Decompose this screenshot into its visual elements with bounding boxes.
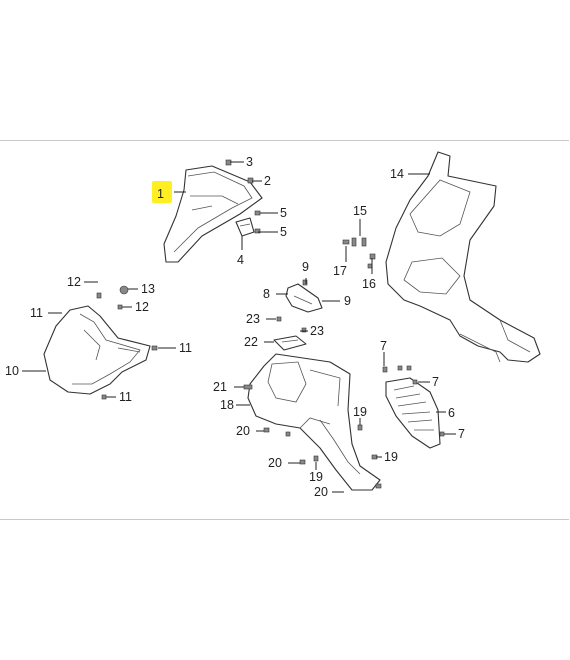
part-body-shield — [385, 151, 541, 363]
bolt-icon — [361, 237, 367, 247]
callout-5-a: 5 — [280, 206, 287, 220]
callout-10: 10 — [5, 364, 19, 378]
bolt-icon — [351, 237, 357, 247]
bolt-icon — [301, 327, 307, 333]
callout-23-b: 23 — [310, 324, 324, 338]
bolt-icon — [101, 394, 107, 400]
bolt-icon — [357, 424, 363, 431]
callout-9-b: 9 — [344, 294, 351, 308]
callout-labels: 1 2 3 4 5 5 6 7 7 7 8 9 9 10 11 11 11 12… — [5, 155, 465, 499]
callout-7-a: 7 — [380, 339, 387, 353]
callout-6: 6 — [448, 406, 455, 420]
callout-11-c: 11 — [119, 390, 132, 404]
callout-15: 15 — [353, 204, 367, 218]
callout-4: 4 — [237, 253, 244, 267]
bolt-icon — [412, 379, 418, 385]
bolt-icon — [439, 431, 445, 437]
grommet-icon — [119, 285, 129, 295]
bolt-icon — [243, 384, 253, 390]
bolt-icon — [367, 263, 373, 269]
callout-20-a: 20 — [236, 424, 250, 438]
callout-20-c: 20 — [314, 485, 328, 499]
part-inner-shield — [247, 353, 381, 491]
bolt-icon — [406, 365, 412, 371]
callout-11-a: 11 — [30, 306, 43, 320]
callout-8: 8 — [263, 287, 270, 301]
bolt-icon — [254, 228, 261, 234]
bolt-icon — [117, 304, 123, 310]
bolt-icon — [285, 431, 291, 437]
callout-2: 2 — [264, 174, 271, 188]
bolt-icon — [375, 483, 382, 489]
part-front-cover — [163, 165, 263, 263]
callout-12-b: 12 — [135, 300, 149, 314]
callout-1: 1 — [157, 187, 164, 201]
bolt-icon — [263, 427, 270, 433]
leader-lines — [22, 161, 456, 493]
bolt-icon — [299, 459, 306, 465]
part-vent-grille — [385, 377, 441, 449]
part-bracket-plate — [273, 335, 307, 351]
callout-7-b: 7 — [432, 375, 439, 389]
callout-19-c: 19 — [309, 470, 323, 484]
callout-7-c: 7 — [458, 427, 465, 441]
callout-19-b: 19 — [384, 450, 398, 464]
bolt-icon — [342, 239, 350, 245]
bolt-icon — [382, 366, 388, 373]
callout-9-a: 9 — [302, 260, 309, 274]
callout-16: 16 — [362, 277, 376, 291]
callout-17: 17 — [333, 264, 347, 278]
diagram-frame — [0, 140, 569, 520]
bolt-icon — [151, 345, 158, 351]
callout-12-a: 12 — [67, 275, 81, 289]
callout-5-b: 5 — [280, 225, 287, 239]
callout-23-a: 23 — [246, 312, 260, 326]
bolt-icon — [276, 316, 282, 322]
bolt-icon — [96, 292, 102, 299]
callout-highlight — [152, 181, 172, 203]
callout-14: 14 — [390, 167, 404, 181]
callout-11-b: 11 — [179, 341, 192, 355]
part-bracket — [235, 217, 255, 250]
part-small-bracket — [285, 283, 323, 313]
callout-19-a: 19 — [353, 405, 367, 419]
callout-22: 22 — [244, 335, 258, 349]
bolt-icon — [313, 455, 319, 462]
callout-21: 21 — [213, 380, 227, 394]
bolt-icon — [254, 210, 261, 216]
callout-20-b: 20 — [268, 456, 282, 470]
callout-3: 3 — [246, 155, 253, 169]
bolt-icon — [302, 279, 308, 286]
callout-13: 13 — [141, 282, 155, 296]
callout-18: 18 — [220, 398, 234, 412]
bolt-icon — [397, 365, 403, 371]
part-headlight-housing — [43, 305, 151, 395]
